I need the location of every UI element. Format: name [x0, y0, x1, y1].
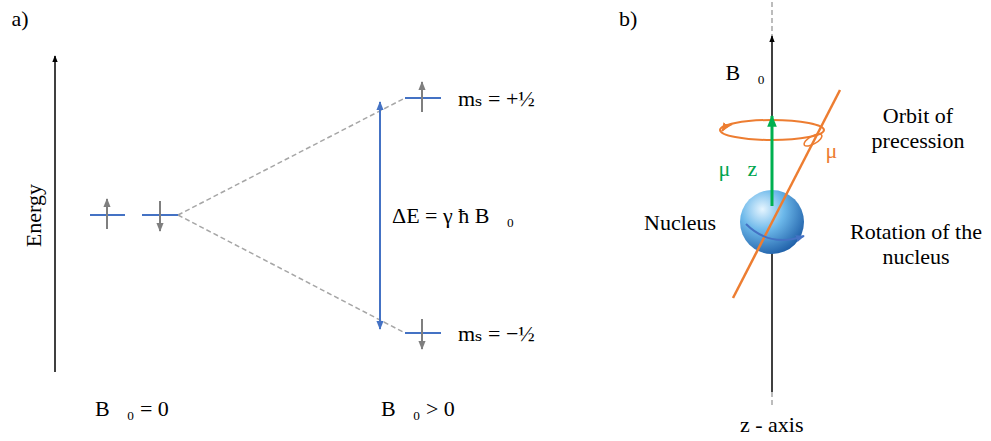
vector-label: μ⃗z: [719, 156, 758, 181]
magnetic-moment-vector: [733, 90, 840, 298]
mu-z-vector: [771, 116, 774, 206]
energy-gap-arrow: [379, 102, 381, 329]
panel-letter: b): [619, 6, 637, 31]
vector-label: μ⃗: [826, 138, 855, 163]
z-axis-dashed: [771, 392, 773, 408]
panel-letter: a): [12, 6, 29, 31]
spin-loop: [802, 132, 823, 149]
splitting-line: [178, 215, 405, 333]
spin-state-label: mₛ = +½: [458, 86, 535, 111]
rotation-arrow: [746, 224, 804, 240]
callout-label: Nucleus: [644, 210, 716, 235]
spin-up-arrow: [421, 82, 423, 112]
spin-down-arrow: [421, 319, 423, 349]
callout-label: Orbit of precession: [852, 103, 984, 154]
spin-up-arrow: [106, 199, 108, 229]
axis-label: z - axis: [740, 412, 804, 437]
callout-label: Rotation of the nucleus: [850, 219, 982, 270]
spin-down-arrow: [159, 201, 161, 231]
field-condition: B⃗₀ > 0: [381, 396, 455, 421]
spin-state-label: mₛ = −½: [458, 321, 535, 346]
orbit-arrow: [722, 124, 732, 131]
field-condition: B⃗₀ = 0: [95, 396, 169, 421]
field-label: B⃗₀: [726, 60, 765, 85]
axis-label: Energy: [21, 184, 46, 247]
splitting-line: [178, 98, 405, 215]
energy-axis: [54, 56, 56, 372]
z-axis-dashed: [771, 2, 773, 36]
energy-gap-formula: ΔE = γ ħ B⃗₀: [392, 203, 514, 228]
